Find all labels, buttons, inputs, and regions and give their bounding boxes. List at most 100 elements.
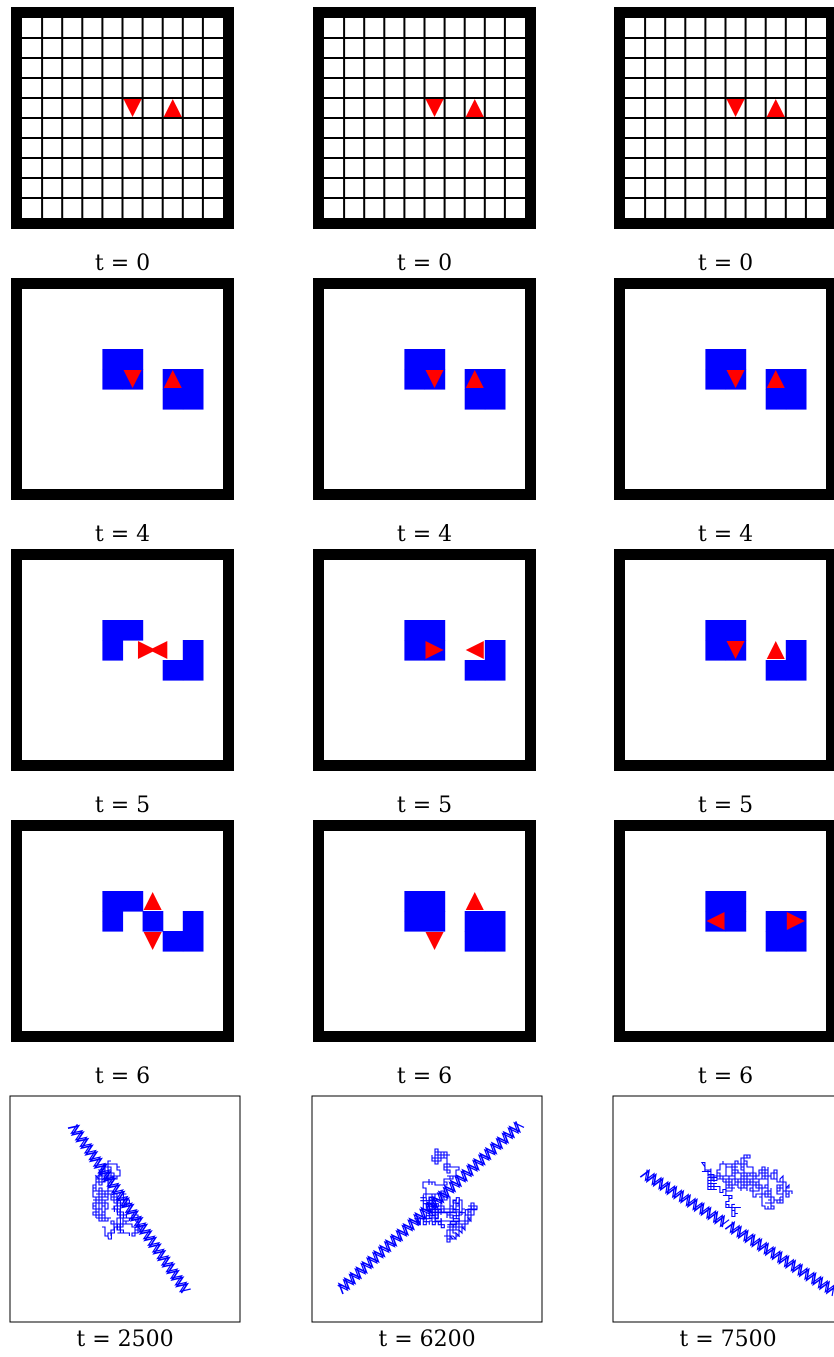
visited-cell [705, 369, 727, 390]
visited-cell [102, 620, 124, 641]
visited-cell [464, 911, 486, 932]
agent-triangle-icon [163, 369, 182, 389]
visited-cell [705, 349, 727, 370]
visited-cell [404, 911, 426, 932]
trajectory-arm [67, 1124, 190, 1294]
time-caption: t = 4 [397, 522, 452, 547]
agent-triangle-icon [726, 369, 745, 389]
visited-cell [404, 369, 426, 390]
gridworld-panel [11, 820, 234, 1042]
agent-triangle-icon [425, 369, 444, 389]
agent-triangle-icon [137, 640, 157, 660]
visited-cell [785, 389, 807, 410]
time-caption: t = 5 [95, 793, 150, 818]
time-caption: t = 6 [397, 1064, 452, 1089]
visited-cell [102, 349, 124, 370]
trajectory-frame [612, 1095, 834, 1323]
time-caption: t = 4 [698, 522, 753, 547]
gridworld-panel [614, 7, 834, 229]
gridworld-panel [614, 820, 834, 1042]
trajectory-arm [644, 1169, 730, 1228]
visited-cell [424, 620, 446, 641]
visited-cell [182, 369, 204, 390]
visited-cell [404, 349, 426, 370]
time-caption: t = 4 [95, 522, 150, 547]
time-caption: t = 2500 [76, 1327, 173, 1352]
trajectory-blob [92, 1160, 143, 1240]
visited-cell [122, 891, 144, 912]
visited-cell [705, 640, 727, 661]
visited-cell [102, 369, 124, 390]
trajectory-panel [9, 1095, 241, 1323]
visited-cell [705, 891, 727, 912]
trajectory-arm [729, 1221, 834, 1297]
trajectory-arm [639, 1168, 726, 1228]
visited-cell [102, 911, 124, 932]
agent-triangle-icon [726, 98, 745, 118]
time-caption: t = 7500 [679, 1327, 776, 1352]
visited-cell [182, 931, 204, 952]
visited-cell [484, 389, 506, 410]
agent-triangle-icon [149, 640, 168, 660]
agent-triangle-icon [786, 911, 805, 931]
gridworld-panel [614, 278, 834, 500]
visited-cell [182, 660, 204, 681]
agent-triangle-icon [706, 911, 725, 931]
visited-cell [102, 640, 124, 661]
time-caption: t = 0 [95, 251, 150, 276]
visited-cell [785, 931, 807, 952]
gridworld-panel [313, 549, 536, 771]
agent-triangle-icon [766, 98, 785, 118]
visited-cell [424, 911, 446, 932]
visited-cell [725, 620, 747, 641]
visited-cell [785, 660, 807, 681]
time-caption: t = 6200 [378, 1327, 475, 1352]
visited-cell [725, 349, 747, 370]
gridworld-panel [614, 549, 834, 771]
time-caption: t = 0 [397, 251, 452, 276]
gridworld-panel [11, 278, 234, 500]
visited-cell [162, 389, 184, 410]
agent-triangle-icon [425, 98, 444, 118]
visited-cell [705, 620, 727, 641]
visited-cell [162, 660, 184, 681]
visited-cell [464, 660, 486, 681]
visited-cell [785, 640, 807, 661]
visited-cell [424, 891, 446, 912]
time-caption: t = 0 [698, 251, 753, 276]
time-caption: t = 5 [397, 793, 452, 818]
visited-cell [404, 640, 426, 661]
visited-cell [102, 891, 124, 912]
agent-triangle-icon [766, 369, 785, 389]
visited-cell [182, 911, 204, 932]
trajectory-frame [9, 1095, 241, 1323]
agent-triangle-icon [465, 98, 484, 118]
trajectory-blob [414, 1148, 478, 1243]
visited-cell [484, 911, 506, 932]
visited-cell [484, 369, 506, 390]
visited-cell [785, 369, 807, 390]
visited-cell [122, 349, 144, 370]
visited-cell [765, 931, 787, 952]
trajectory-arm [70, 1123, 191, 1293]
agent-triangle-icon [143, 891, 162, 911]
visited-cell [162, 931, 184, 952]
agent-triangle-icon [123, 98, 142, 118]
trajectory-blob [700, 1154, 793, 1218]
trajectory-panel [311, 1095, 543, 1323]
trajectory-panel [612, 1095, 834, 1323]
visited-cell [122, 620, 144, 641]
agent-triangle-icon [465, 369, 484, 389]
agent-triangle-icon [123, 369, 142, 389]
agent-triangle-icon [766, 640, 785, 660]
agent-triangle-icon [726, 640, 745, 660]
agent-triangle-icon [465, 640, 484, 660]
time-caption: t = 5 [698, 793, 753, 818]
gridworld-panel [11, 7, 234, 229]
time-caption: t = 6 [698, 1064, 753, 1089]
visited-cell [725, 891, 747, 912]
visited-cell [142, 911, 164, 932]
agent-triangle-icon [425, 931, 444, 951]
visited-cell [765, 389, 787, 410]
